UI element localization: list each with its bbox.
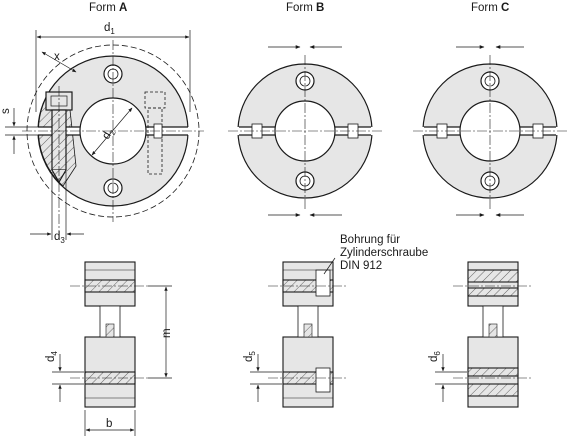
form-a-side-dimensions: [52, 285, 172, 436]
note-line-3: DIN 912: [340, 260, 382, 272]
dim-b-label: b: [106, 418, 112, 430]
form-b-side-view: [282, 261, 334, 408]
form-b-centerlines: [228, 55, 382, 210]
form-c-side-centerlines: [453, 285, 533, 379]
dim-d2-label: d2: [100, 126, 118, 143]
form-a-side-centerlines: [70, 285, 150, 379]
form-c-title: Form C: [471, 2, 509, 14]
form-c-side-view: [467, 261, 519, 408]
dim-d6-label: d6: [428, 351, 442, 362]
form-c-centerlines: [413, 55, 567, 210]
form-a-dimensions: [5, 30, 191, 240]
dim-m-label: m: [161, 328, 173, 338]
dim-s-label: s: [0, 108, 12, 114]
dim-d3-label: d3: [54, 231, 65, 245]
dim-d1-label: d1: [104, 22, 115, 36]
form-b-side-dimensions: [250, 257, 336, 402]
form-a-side-view: [84, 261, 136, 408]
form-b-title: Form B: [286, 2, 324, 14]
note-line-2: Zylinderschraube: [340, 247, 428, 259]
dim-x-label: x: [54, 51, 60, 63]
form-b-arrows: [268, 45, 342, 217]
note-line-1: Bohrung für: [340, 234, 400, 246]
form-a-centerlines: [22, 40, 204, 238]
form-c-arrows: [456, 45, 524, 217]
dim-d5-label: d5: [243, 351, 257, 362]
form-a-title: Form A: [89, 2, 127, 14]
form-c-side-dimensions: [435, 354, 467, 402]
form-b-side-centerlines: [268, 285, 348, 379]
dim-d4-label: d4: [45, 351, 59, 362]
